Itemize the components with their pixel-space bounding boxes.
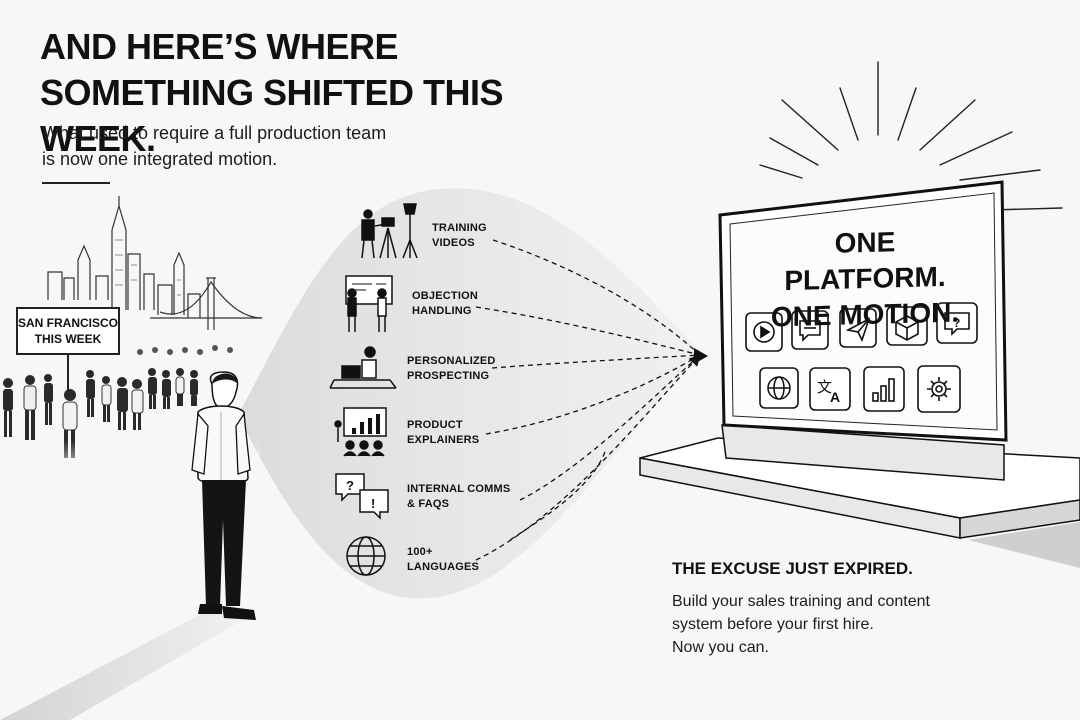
screen-title: ONE PLATFORM. ONE MOTION.	[760, 222, 970, 335]
item-label-line-2: & FAQS	[407, 498, 450, 510]
item-label-line-1: OBJECTION	[412, 290, 478, 302]
city-sign: SAN FRANCISCO THIS WEEK	[16, 307, 120, 355]
screen-title-line-2: ONE MOTION.	[770, 296, 960, 333]
man-shadow	[0, 612, 250, 720]
cta-body: Build your sales training and content sy…	[672, 590, 1032, 659]
item-label-line-1: TRAINING	[432, 222, 487, 234]
item-label-objection-handling: OBJECTION HANDLING	[412, 289, 522, 319]
svg-text:A: A	[830, 389, 840, 405]
city-sign-line-1: SAN FRANCISCO	[18, 316, 119, 330]
settings-gear-icon	[927, 377, 951, 401]
item-label-line-1: PERSONALIZED	[407, 355, 496, 367]
cta-body-line-2: system before your first hire.	[672, 616, 874, 633]
translate-icon: 文 A	[817, 378, 840, 405]
svg-text:!: !	[371, 496, 375, 511]
question-chat-bubbles-icon: ? !	[335, 473, 389, 520]
headline: AND HERE’S WHERE SOMETHING SHIFTED THIS …	[40, 24, 600, 162]
item-label-product-explainers: PRODUCT EXPLAINERS	[407, 418, 517, 448]
presenters-whiteboard-icon	[345, 275, 393, 332]
city-skyline	[47, 196, 263, 330]
divider-rule	[42, 182, 110, 184]
svg-text:?: ?	[346, 478, 354, 493]
headline-line-1: AND HERE’S WHERE	[40, 26, 399, 67]
light-burst-rays	[759, 61, 1063, 211]
item-label-personalized-prospecting: PERSONALIZED PROSPECTING	[407, 354, 517, 384]
crowd	[3, 368, 198, 458]
bar-chart-icon	[872, 378, 895, 402]
play-icon	[753, 321, 775, 343]
screen-globe-icon	[767, 376, 791, 400]
globe-icon	[346, 536, 386, 576]
person-at-laptop-icon	[329, 346, 397, 389]
svg-text:?: ?	[953, 316, 960, 330]
svg-text:文: 文	[817, 378, 832, 396]
screen-title-line-1: ONE PLATFORM.	[784, 226, 946, 297]
presentation-audience-icon	[334, 407, 387, 457]
item-label-training-videos: TRAINING VIDEOS	[432, 221, 542, 251]
send-icon	[845, 317, 871, 343]
item-label-line-2: VIDEOS	[432, 237, 475, 249]
city-sign-line-2: THIS WEEK	[34, 332, 102, 346]
cube-icon	[895, 315, 919, 341]
cta-body-line-1: Build your sales training and content	[672, 593, 930, 610]
cta-heading: THE EXCUSE JUST EXPIRED.	[672, 559, 913, 578]
city-skyline-windows	[115, 239, 181, 296]
videographer-camera-icon	[361, 203, 418, 259]
cta-body-line-3: Now you can.	[672, 639, 769, 656]
item-label-line-2: LANGUAGES	[407, 561, 480, 573]
connector-lines	[475, 239, 701, 561]
item-label-line-1: PRODUCT	[407, 419, 463, 431]
item-label-internal-comms: INTERNAL COMMS & FAQS	[407, 482, 517, 512]
item-label-line-2: PROSPECTING	[407, 370, 490, 382]
arrow-tip	[694, 348, 708, 364]
item-label-line-1: 100+	[407, 546, 433, 558]
item-label-line-2: HANDLING	[412, 305, 472, 317]
help-icon: ?	[944, 312, 970, 336]
chat-icon	[799, 320, 821, 342]
item-label-line-1: INTERNAL COMMS	[407, 483, 511, 495]
subheadline: What used to require a full production t…	[42, 120, 462, 172]
headline-line-2: SOMETHING SHIFTED THIS WEEK.	[40, 72, 504, 159]
subheadline-line-2: is now one integrated motion.	[42, 149, 278, 169]
item-label-line-2: EXPLAINERS	[407, 434, 480, 446]
subheadline-line-1: What used to require a full production t…	[42, 123, 387, 143]
item-label-languages: 100+ LANGUAGES	[407, 545, 517, 575]
man-figure	[191, 371, 256, 620]
